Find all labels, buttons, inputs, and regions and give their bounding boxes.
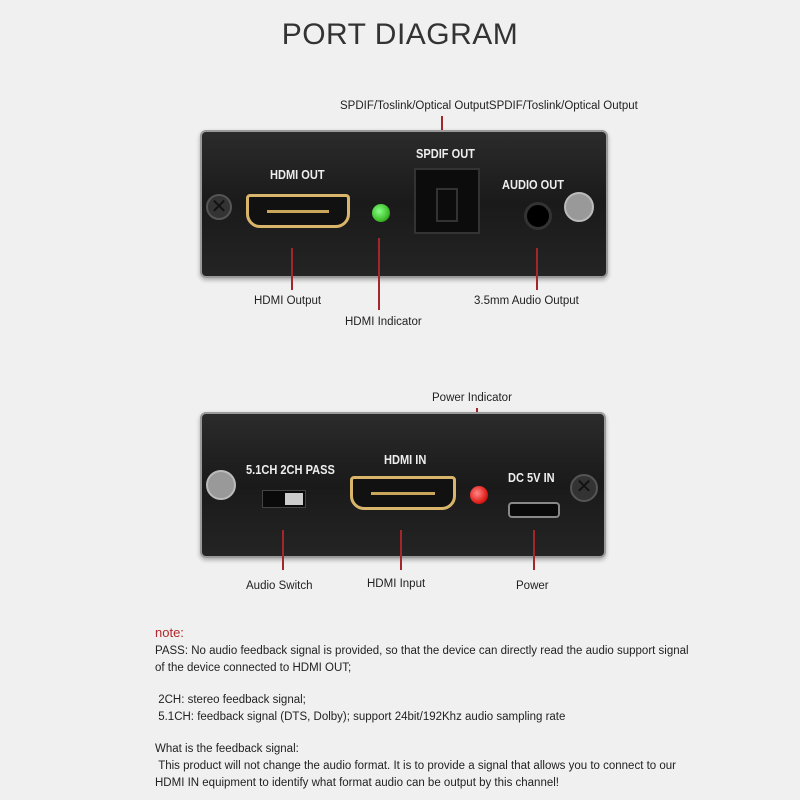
spdif-port [414,168,480,234]
caption-spdif: SPDIF/Toslink/Optical OutputSPDIF/Toslin… [340,100,638,112]
audio-jack [524,202,552,230]
note-2ch: 2CH: stereo feedback signal; [155,694,306,706]
note-what: What is the feedback signal: [155,743,299,755]
caption-hdmi-indicator: HDMI Indicator [345,316,422,328]
caption-hdmi-output: HDMI Output [254,295,322,307]
note-51ch: 5.1CH: feedback signal (DTS, Dolby); sup… [155,711,566,723]
label-spdif-out: SPDIF OUT [416,146,475,161]
caption-audio-switch: Audio Switch [246,580,313,592]
pointer-line [291,248,293,290]
pointer-line [536,248,538,290]
screw-icon [564,192,594,222]
label-hdmi-out: HDMI OUT [270,167,325,182]
pointer-line [533,530,535,570]
label-hdmi-in: HDMI IN [384,452,427,467]
input-panel: 5.1CH 2CH PASS HDMI IN DC 5V IN ✕ [200,412,606,558]
caption-hdmi-input: HDMI Input [367,578,426,590]
audio-switch[interactable] [262,490,306,508]
output-panel: ✕ HDMI OUT SPDIF OUT AUDIO OUT [200,130,608,278]
micro-usb-port [508,502,560,518]
screw-icon: ✕ [206,194,232,220]
screw-icon: ✕ [570,474,598,502]
hdmi-in-port [350,476,456,510]
page-title: PORT DIAGRAM [281,18,519,51]
screw-icon [206,470,236,500]
hdmi-out-port [246,194,350,228]
notes: note: PASS: No audio feedback signal is … [155,624,695,792]
caption-audio-output: 3.5mm Audio Output [474,295,579,307]
notes-heading: note: [155,625,184,640]
note-explain: This product will not change the audio f… [155,760,680,789]
note-pass: PASS: No audio feedback signal is provid… [155,645,692,674]
pointer-line [282,530,284,570]
hdmi-indicator-led [372,204,390,222]
power-indicator-led [470,486,488,504]
caption-power-indicator: Power Indicator [432,392,512,404]
pointer-line [400,530,402,570]
label-audio-switch: 5.1CH 2CH PASS [246,462,335,477]
caption-power: Power [516,580,549,592]
label-dc-in: DC 5V IN [508,470,555,485]
pointer-line [378,238,380,310]
label-audio-out: AUDIO OUT [502,177,565,192]
